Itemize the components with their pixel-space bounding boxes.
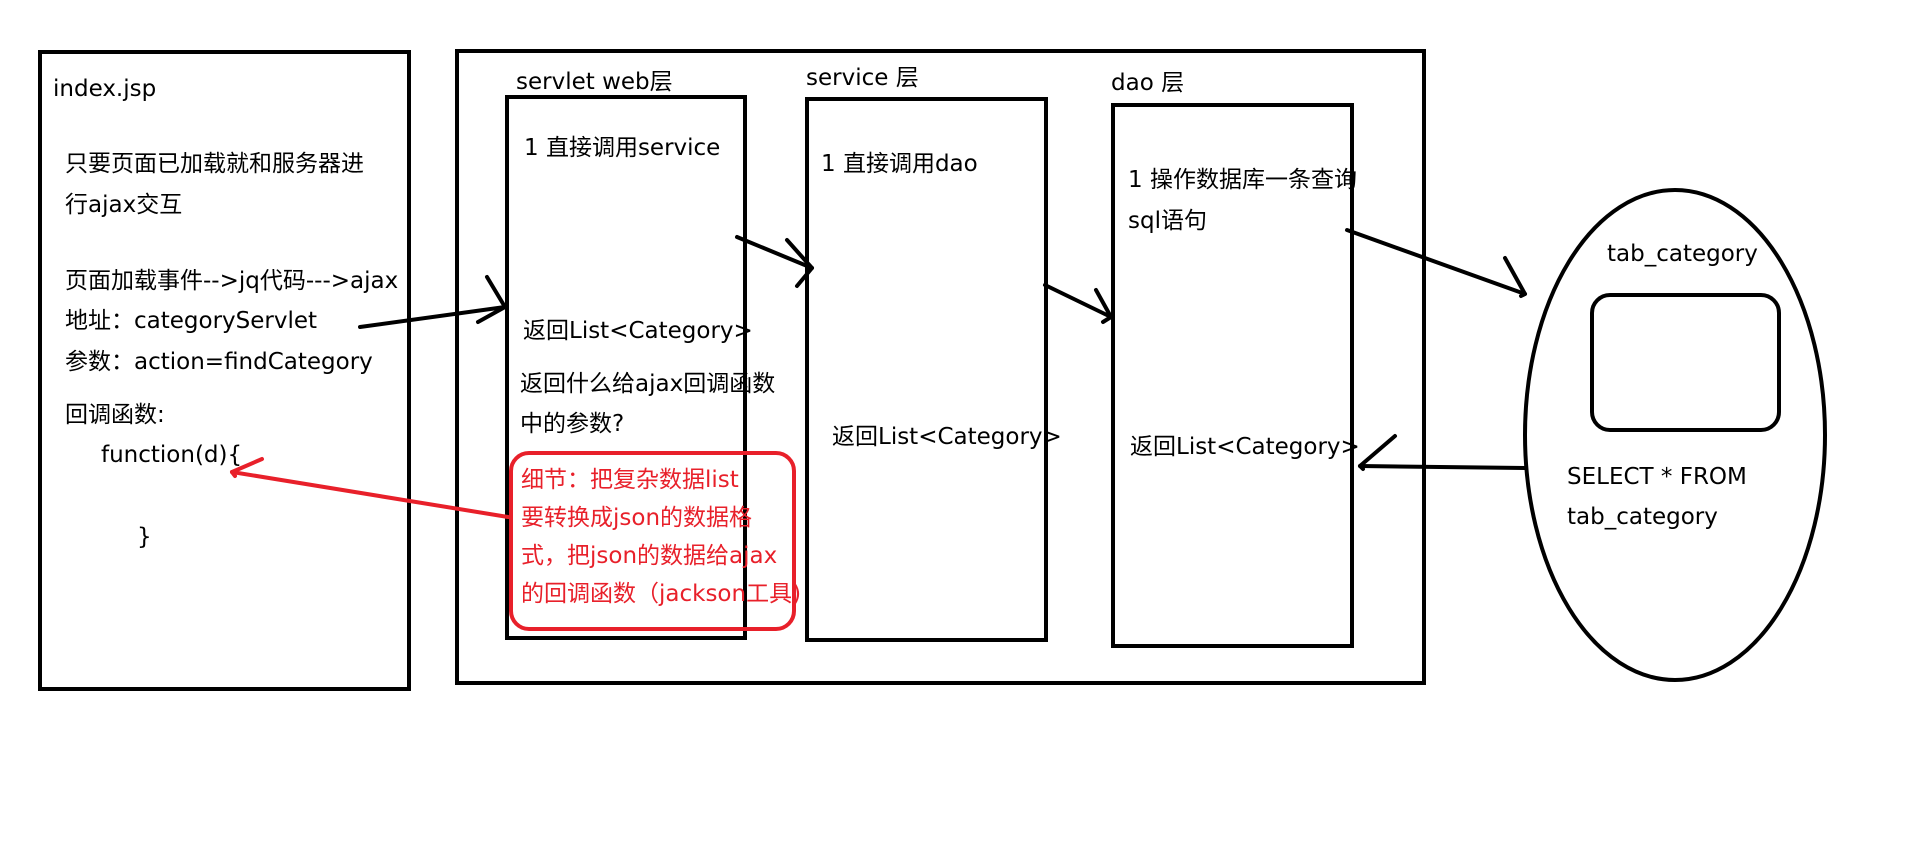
note-line3: 式，把json的数据给ajax: [521, 543, 778, 569]
dao-step1-line1: 1 操作数据库一条查询: [1128, 167, 1357, 193]
index-flow: 页面加载事件-->jq代码--->ajax: [65, 268, 399, 294]
service-layer-box: [805, 97, 1048, 642]
index-params: 参数：action=findCategory: [65, 349, 373, 375]
index-callback-open: function(d){: [101, 442, 243, 468]
service-title: service 层: [806, 65, 919, 91]
servlet-title: servlet web层: [516, 69, 673, 95]
service-step1: 1 直接调用dao: [821, 151, 978, 177]
servlet-layer-box: [505, 95, 747, 640]
index-desc-line2: 行ajax交互: [65, 192, 183, 218]
service-returns: 返回List<Category>: [832, 424, 1062, 450]
index-jsp-box: [38, 50, 411, 691]
dao-step1-line2: sql语句: [1128, 208, 1207, 234]
database-table-name: tab_category: [1607, 241, 1758, 267]
database-query-line2: tab_category: [1567, 504, 1718, 530]
note-line2: 要转换成json的数据格: [521, 505, 753, 531]
servlet-returns: 返回List<Category>: [523, 318, 753, 344]
dao-returns: 返回List<Category>: [1130, 434, 1360, 460]
dao-title: dao 层: [1111, 70, 1185, 96]
index-desc-line1: 只要页面已加载就和服务器进: [65, 151, 364, 177]
tab-category-table-rect: [1590, 293, 1781, 432]
index-address: 地址：categoryServlet: [65, 308, 318, 334]
index-callback-label: 回调函数:: [65, 402, 165, 428]
dao-layer-box: [1111, 103, 1354, 648]
servlet-question-line1: 返回什么给ajax回调函数: [520, 371, 776, 397]
note-line4: 的回调函数（jackson工具): [521, 581, 802, 607]
database-query-line1: SELECT * FROM: [1567, 464, 1747, 490]
note-line1: 细节：把复杂数据list: [521, 467, 739, 493]
servlet-step1: 1 直接调用service: [524, 135, 721, 161]
servlet-question-line2: 中的参数?: [520, 411, 625, 437]
backend-container-box: [455, 49, 1426, 685]
index-callback-close: }: [137, 524, 152, 550]
index-title: index.jsp: [53, 76, 157, 102]
